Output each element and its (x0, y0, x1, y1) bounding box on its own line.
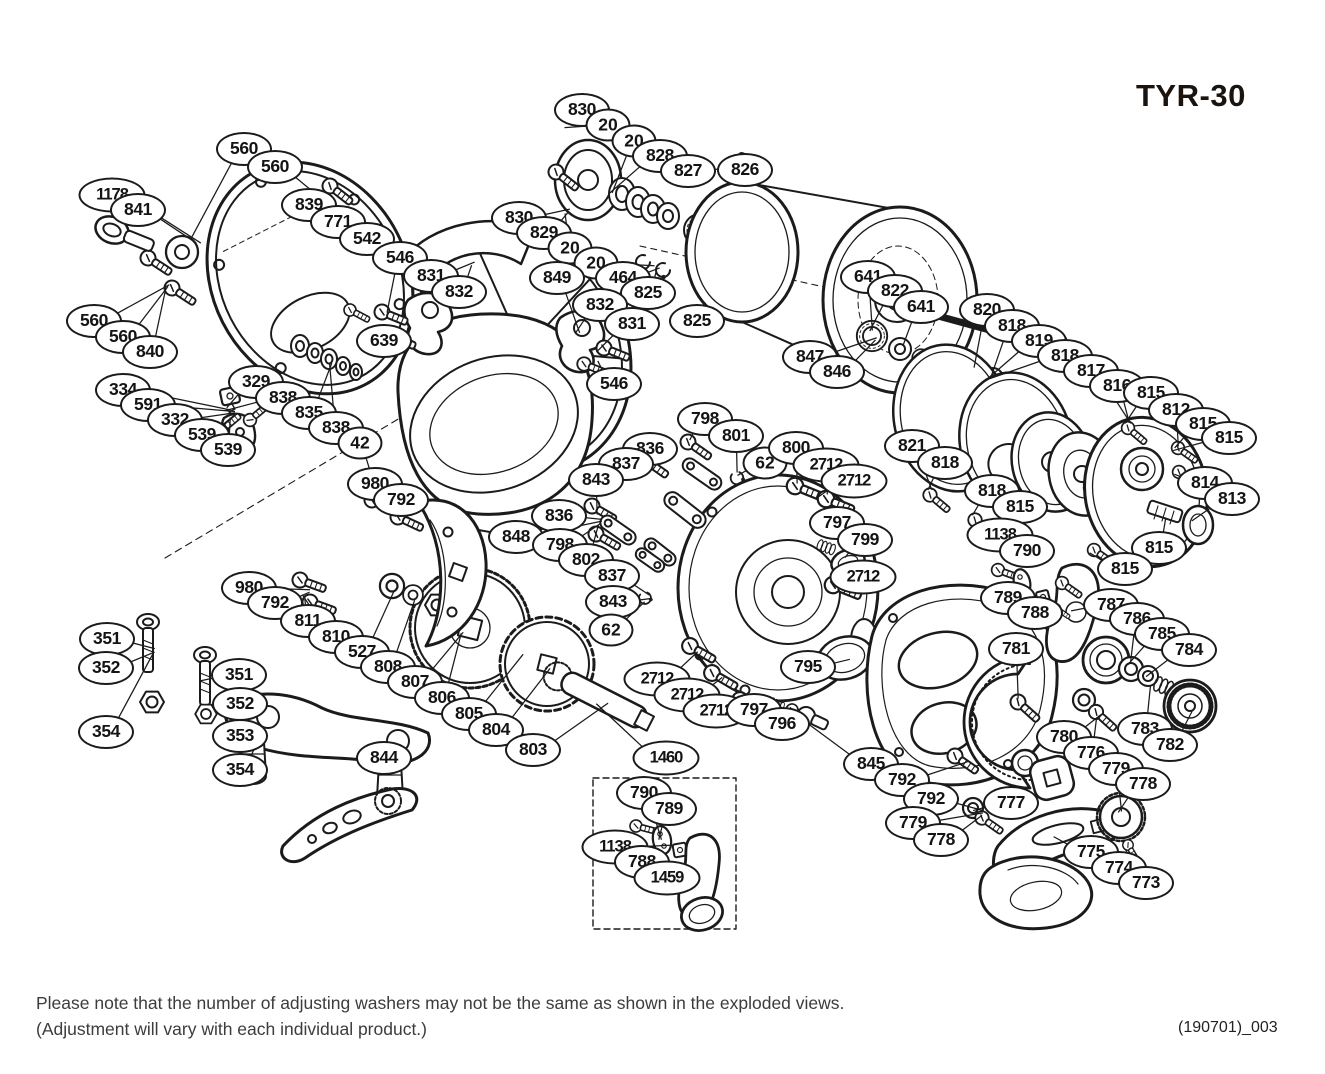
callout-641: 641 (893, 290, 949, 324)
page-title: TYR-30 (1136, 78, 1246, 113)
callout-827: 827 (660, 154, 716, 188)
callout-843: 843 (568, 463, 624, 497)
callout-352: 352 (212, 687, 268, 721)
callout-837: 837 (584, 559, 640, 593)
callout-839: 839 (281, 188, 337, 222)
callout-832: 832 (431, 275, 487, 309)
callout-789: 789 (641, 792, 697, 826)
callout-796: 796 (754, 707, 810, 741)
callout-831: 831 (604, 307, 660, 341)
callout-792: 792 (373, 483, 429, 517)
footer-note: Please note that the number of adjusting… (36, 990, 844, 1042)
callout-1459: 1459 (633, 860, 701, 896)
callout-799: 799 (837, 523, 893, 557)
callout-792: 792 (874, 763, 930, 797)
callout-773: 773 (1118, 866, 1174, 900)
callout-849: 849 (529, 261, 585, 295)
callout-803: 803 (505, 733, 561, 767)
callout-354: 354 (78, 715, 134, 749)
callout-560: 560 (247, 150, 303, 184)
callout-784: 784 (1161, 633, 1217, 667)
callout-815: 815 (1201, 421, 1257, 455)
callout-788: 788 (1007, 596, 1063, 630)
callout-836: 836 (531, 499, 587, 533)
document-number: (190701)_003 (1178, 1019, 1278, 1036)
callout-778: 778 (1115, 767, 1171, 801)
callout-818: 818 (917, 446, 973, 480)
callout-352: 352 (78, 651, 134, 685)
callout-815: 815 (992, 490, 1048, 524)
callout-777: 777 (983, 786, 1039, 820)
callout-560: 560 (216, 132, 272, 166)
callout-846: 846 (809, 355, 865, 389)
callout-351: 351 (79, 622, 135, 656)
callout-2712: 2712 (829, 559, 897, 595)
callout-62: 62 (588, 613, 634, 647)
callout-781: 781 (988, 632, 1044, 666)
callout-42: 42 (337, 426, 383, 460)
callout-542: 542 (339, 222, 395, 256)
callout-1460: 1460 (632, 740, 700, 776)
footer-note-line1: Please note that the number of adjusting… (36, 993, 845, 1013)
callout-2712: 2712 (820, 463, 888, 499)
callout-804: 804 (468, 713, 524, 747)
callout-539: 539 (200, 433, 256, 467)
callout-825: 825 (669, 304, 725, 338)
callout-815: 815 (1097, 552, 1153, 586)
callout-843: 843 (585, 585, 641, 619)
callout-790: 790 (999, 534, 1055, 568)
callout-844: 844 (356, 741, 412, 775)
callout-840: 840 (122, 335, 178, 369)
callout-801: 801 (708, 419, 764, 453)
callout-351: 351 (211, 658, 267, 692)
callout-826: 826 (717, 153, 773, 187)
callout-813: 813 (1204, 482, 1260, 516)
callout-354: 354 (212, 753, 268, 787)
callout-825: 825 (620, 276, 676, 310)
callout-832: 832 (572, 288, 628, 322)
callout-782: 782 (1142, 728, 1198, 762)
callout-546: 546 (586, 367, 642, 401)
callout-841: 841 (110, 193, 166, 227)
callout-353: 353 (212, 719, 268, 753)
callout-778: 778 (913, 823, 969, 857)
callout-795: 795 (780, 650, 836, 684)
footer-note-line2: (Adjustment will vary with each individu… (36, 1019, 427, 1039)
callout-639: 639 (356, 324, 412, 358)
